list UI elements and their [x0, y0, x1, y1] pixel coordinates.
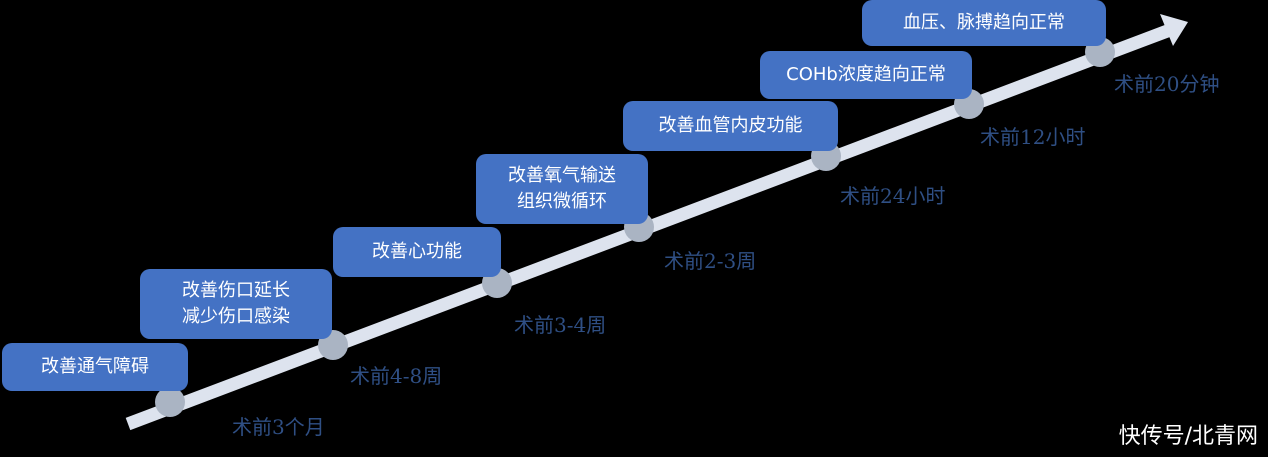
- milestone-box-6: COHb浓度趋向正常: [760, 51, 972, 99]
- milestone-text: 改善血管内皮功能: [658, 115, 803, 136]
- milestone-box-7: 血压、脉搏趋向正常: [862, 0, 1106, 46]
- milestone-text: 改善氧气输送: [508, 165, 616, 186]
- milestone-time-3: 术前3-4周: [514, 313, 607, 337]
- milestone-box-3: 改善心功能: [333, 227, 501, 277]
- milestone-time-6: 术前12小时: [980, 125, 1086, 149]
- milestone-time-1: 术前3个月: [232, 415, 325, 439]
- timeline-node-1: [155, 387, 185, 417]
- milestone-text: 组织微循环: [517, 191, 607, 212]
- milestone-time-4: 术前2-3周: [664, 249, 757, 273]
- milestone-box-1: 改善通气障碍: [2, 343, 188, 391]
- milestone-text: 血压、脉搏趋向正常: [903, 12, 1065, 33]
- milestone-time-7: 术前20分钟: [1114, 72, 1220, 96]
- milestone-box-2: 改善伤口延长 减少伤口感染: [140, 269, 332, 339]
- milestone-box-4: 改善氧气输送 组织微循环: [476, 154, 648, 224]
- milestone-text: 改善伤口延长: [182, 280, 290, 301]
- milestone-time-2: 术前4-8周: [350, 364, 443, 388]
- milestone-text: 改善通气障碍: [41, 356, 149, 377]
- milestone-text: 减少伤口感染: [182, 306, 290, 327]
- milestone-text: COHb浓度趋向正常: [786, 64, 946, 85]
- timeline-arrowhead: [1160, 14, 1188, 46]
- milestone-time-5: 术前24小时: [840, 184, 946, 208]
- watermark: 快传号/北青网: [1118, 424, 1258, 449]
- milestone-text: 改善心功能: [372, 241, 462, 262]
- milestone-box-5: 改善血管内皮功能: [623, 101, 838, 151]
